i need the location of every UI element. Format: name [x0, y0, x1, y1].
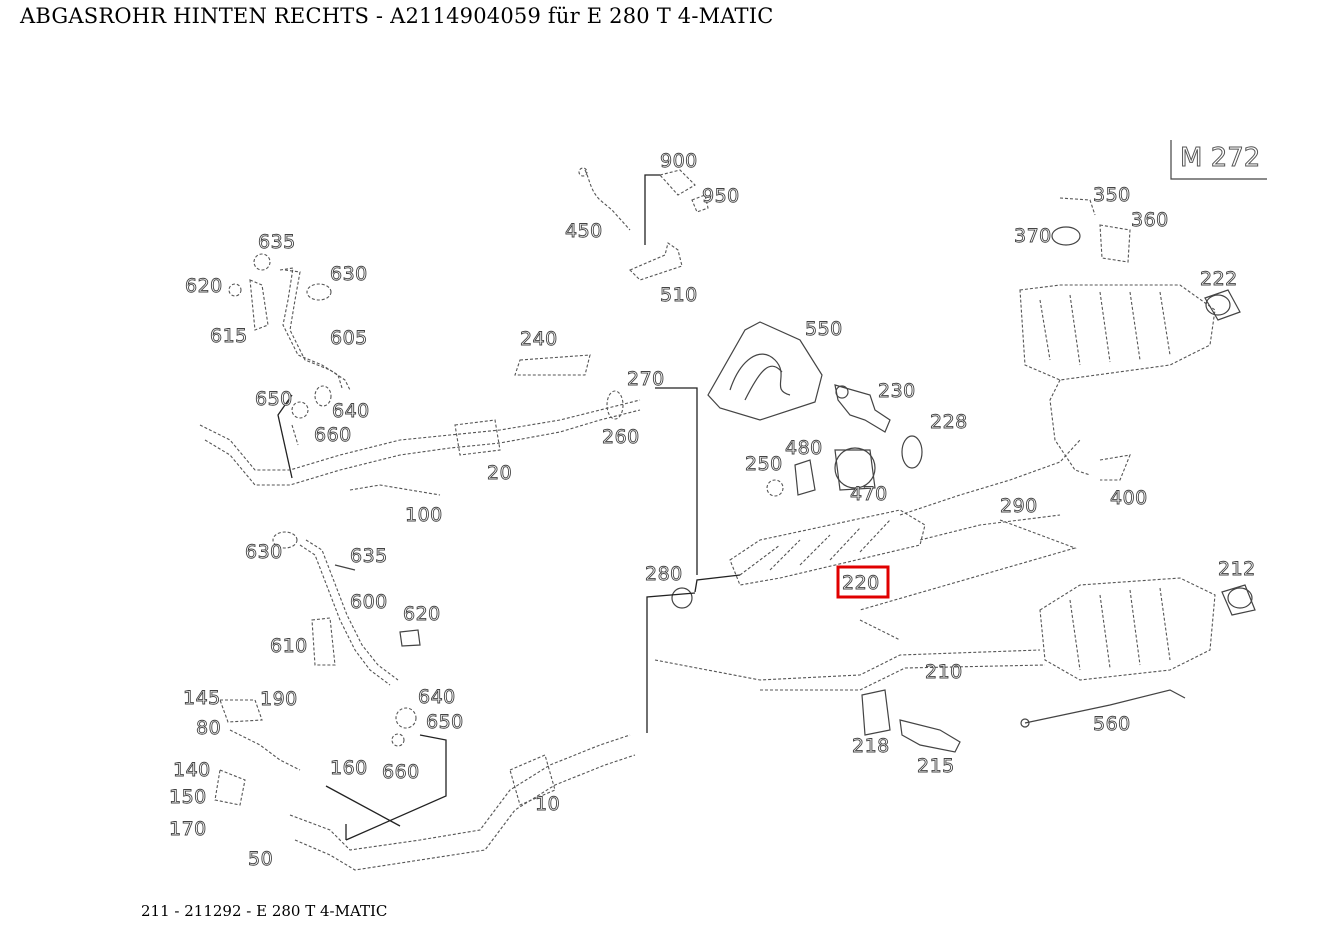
part-label-280: 280 — [645, 563, 683, 585]
part-label-212: 212 — [1218, 558, 1256, 580]
part-label-480: 480 — [785, 437, 823, 459]
highlight-box-220 — [836, 565, 890, 599]
part-label-950: 950 — [702, 185, 740, 207]
part-label-470: 470 — [850, 483, 888, 505]
part-label-250: 250 — [745, 453, 783, 475]
part-label-610: 610 — [270, 635, 308, 657]
part-label-222: 222 — [1200, 268, 1238, 290]
part-label-660a: 660 — [314, 424, 352, 446]
page-title: ABGASROHR HINTEN RECHTS - A2114904059 fü… — [20, 4, 774, 28]
part-label-210: 210 — [925, 661, 963, 683]
part-label-900: 900 — [660, 150, 698, 172]
part-label-140: 140 — [173, 759, 211, 781]
part-label-450: 450 — [565, 220, 603, 242]
part-label-370: 370 — [1014, 225, 1052, 247]
part-label-20: 20 — [487, 462, 512, 484]
part-label-100: 100 — [405, 504, 443, 526]
part-label-218: 218 — [852, 735, 890, 757]
part-label-160: 160 — [330, 757, 368, 779]
part-label-600: 600 — [350, 591, 388, 613]
part-label-510: 510 — [660, 284, 698, 306]
part-label-190: 190 — [260, 688, 298, 710]
hanger-group-218 — [861, 689, 961, 753]
part-label-290: 290 — [1000, 495, 1038, 517]
part-label-50: 50 — [248, 848, 273, 870]
leader-270 — [655, 387, 698, 575]
part-label-605: 605 — [330, 327, 368, 349]
sensor-cable-560 — [1020, 689, 1186, 728]
bracket-230 — [834, 384, 891, 433]
part-label-630b: 630 — [245, 541, 283, 563]
part-label-640b: 640 — [418, 686, 456, 708]
front-pipe-20 — [199, 354, 641, 496]
part-label-400: 400 — [1110, 487, 1148, 509]
part-label-80: 80 — [196, 717, 221, 739]
clamp-group — [766, 435, 923, 497]
engine-code-box: M 272 — [1170, 140, 1267, 180]
part-label-635a: 635 — [258, 231, 296, 253]
leader-280 — [694, 574, 741, 593]
part-label-640a: 640 — [332, 400, 370, 422]
part-label-615: 615 — [210, 325, 248, 347]
rear-muffler-upper — [1019, 197, 1241, 481]
part-label-650b: 650 — [426, 711, 464, 733]
part-label-620a: 620 — [185, 275, 223, 297]
part-label-660b: 660 — [382, 761, 420, 783]
part-label-145: 145 — [183, 687, 221, 709]
part-label-240: 240 — [520, 328, 558, 350]
engine-code-label: M 272 — [1180, 143, 1260, 173]
part-label-630a: 630 — [330, 263, 368, 285]
part-label-550: 550 — [805, 318, 843, 340]
part-label-215: 215 — [917, 755, 955, 777]
front-pipe-10 — [214, 699, 636, 871]
part-label-270: 270 — [627, 368, 665, 390]
rear-muffler-lower — [654, 577, 1256, 691]
part-label-10: 10 — [535, 793, 560, 815]
footer-caption: 211 - 211292 - E 280 T 4-MATIC — [141, 902, 388, 920]
oxygen-sensor-group — [578, 167, 709, 281]
part-label-220: 220 — [842, 572, 880, 594]
part-label-650a: 650 — [255, 388, 293, 410]
heat-shield-550 — [707, 321, 823, 421]
part-label-350: 350 — [1093, 184, 1131, 206]
middle-muffler-220 — [671, 439, 1081, 611]
part-label-230: 230 — [878, 380, 916, 402]
part-label-228: 228 — [930, 411, 968, 433]
leader-10 — [646, 592, 696, 733]
part-label-170: 170 — [169, 818, 207, 840]
part-label-360: 360 — [1131, 209, 1169, 231]
part-labels: 900 950 450 510 635 630 620 615 605 650 … — [169, 150, 1256, 871]
upper-left-egr-group — [228, 253, 351, 479]
lower-left-egr-group — [272, 531, 421, 747]
part-label-560: 560 — [1093, 713, 1131, 735]
leader-160b — [325, 785, 401, 827]
leader-160 — [345, 734, 447, 841]
part-label-150: 150 — [169, 786, 207, 808]
part-label-635b: 635 — [350, 545, 388, 567]
part-label-620b: 620 — [403, 603, 441, 625]
part-label-260: 260 — [602, 426, 640, 448]
